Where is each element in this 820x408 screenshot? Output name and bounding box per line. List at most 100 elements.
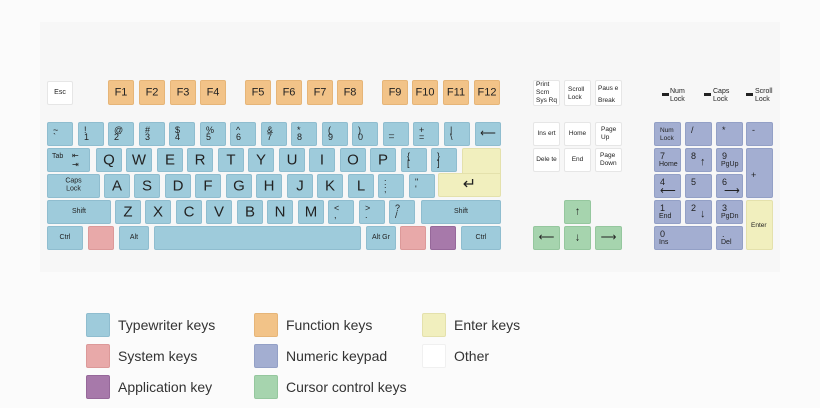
key-pause[interactable]: Paus e Break (595, 80, 622, 106)
key-h[interactable]: H (256, 174, 282, 198)
key-numpad-6[interactable]: 6⟶ (716, 174, 743, 198)
key-3[interactable]: #3 (139, 122, 165, 146)
key-numpad-2[interactable]: 2↓ (685, 200, 712, 224)
key-numpad-plus[interactable]: + (746, 148, 773, 198)
key-n[interactable]: N (267, 200, 293, 224)
key-period[interactable]: >. (359, 200, 385, 224)
key-f5[interactable]: F5 (245, 80, 271, 105)
key-9[interactable]: (9 (322, 122, 348, 146)
key-right-windows[interactable] (400, 226, 426, 250)
key-numpad-4[interactable]: 4⟵ (654, 174, 681, 198)
key-right-ctrl[interactable]: Ctrl (461, 226, 501, 250)
key-semicolon[interactable]: :; (378, 174, 404, 198)
key-numpad-minus[interactable]: - (746, 122, 773, 146)
key-d[interactable]: D (165, 174, 191, 198)
key-j[interactable]: J (287, 174, 313, 198)
key-f8[interactable]: F8 (337, 80, 363, 105)
key-caps-lock[interactable]: Caps Lock (47, 174, 100, 198)
key-tab[interactable]: Tab⇤ ⇥ (47, 148, 90, 172)
key-backslash[interactable]: |\ (444, 122, 470, 146)
key-arrow-left[interactable]: ⟵ (533, 226, 560, 250)
key-backtick[interactable]: ~` (47, 122, 73, 146)
key-4[interactable]: $4 (169, 122, 195, 146)
key-numpad-multiply[interactable]: * (716, 122, 743, 146)
key-scroll-lock[interactable]: Scroll Lock (564, 80, 591, 106)
key-enter-upper[interactable] (462, 148, 501, 174)
key-f[interactable]: F (195, 174, 221, 198)
key-numpad-enter[interactable]: Enter (746, 200, 773, 250)
key-8[interactable]: *8 (291, 122, 317, 146)
key-numpad-8[interactable]: 8↑ (685, 148, 712, 172)
key-0[interactable]: )0 (352, 122, 378, 146)
key-menu[interactable] (430, 226, 456, 250)
key-f11[interactable]: F11 (443, 80, 469, 105)
key-alt-gr[interactable]: Alt Gr (366, 226, 396, 250)
key-e[interactable]: E (157, 148, 183, 172)
key-right-shift[interactable]: Shift (421, 200, 501, 224)
key-t[interactable]: T (218, 148, 244, 172)
key-y[interactable]: Y (248, 148, 274, 172)
key-g[interactable]: G (226, 174, 252, 198)
key-x[interactable]: X (145, 200, 171, 224)
key-numpad-divide[interactable]: / (685, 122, 712, 146)
key-arrow-down[interactable]: ↓ (564, 226, 591, 250)
key-2[interactable]: @2 (108, 122, 134, 146)
key-home[interactable]: Home (564, 122, 591, 146)
key-left-shift[interactable]: Shift (47, 200, 111, 224)
key-equals[interactable]: += (413, 122, 439, 146)
key-page-up[interactable]: Page Up (595, 122, 622, 146)
key-f3[interactable]: F3 (170, 80, 196, 105)
key-f1[interactable]: F1 (108, 80, 134, 105)
key-left-alt[interactable]: Alt (119, 226, 149, 250)
key-w[interactable]: W (126, 148, 152, 172)
key-i[interactable]: I (309, 148, 335, 172)
key-f6[interactable]: F6 (276, 80, 302, 105)
key-l[interactable]: L (348, 174, 374, 198)
key-insert[interactable]: Ins ert (533, 122, 560, 146)
key-p[interactable]: P (370, 148, 396, 172)
key-f9[interactable]: F9 (382, 80, 408, 105)
key-close-bracket[interactable]: }] (431, 148, 457, 172)
key-arrow-right[interactable]: ⟶ (595, 226, 622, 250)
key-5[interactable]: %5 (200, 122, 226, 146)
key-a[interactable]: A (104, 174, 130, 198)
key-u[interactable]: U (279, 148, 305, 172)
key-left-windows[interactable] (88, 226, 114, 250)
key-esc[interactable]: Esc (47, 81, 73, 105)
key-b[interactable]: B (237, 200, 263, 224)
key-comma[interactable]: <, (328, 200, 354, 224)
key-page-down[interactable]: Page Down (595, 148, 622, 172)
key-numpad-5[interactable]: 5 (685, 174, 712, 198)
key-end[interactable]: End (564, 148, 591, 172)
key-delete[interactable]: Dele te (533, 148, 560, 172)
key-q[interactable]: Q (96, 148, 122, 172)
key-7[interactable]: &7 (261, 122, 287, 146)
key-backspace[interactable]: ⟵ (475, 122, 501, 146)
key-f2[interactable]: F2 (139, 80, 165, 105)
key-s[interactable]: S (134, 174, 160, 198)
key-r[interactable]: R (187, 148, 213, 172)
key-1[interactable]: !1 (78, 122, 104, 146)
key-num-lock[interactable]: Num Lock (654, 122, 681, 146)
key-slash[interactable]: ?/ (389, 200, 415, 224)
key-z[interactable]: Z (115, 200, 141, 224)
key-v[interactable]: V (206, 200, 232, 224)
key-f12[interactable]: F12 (474, 80, 500, 105)
key-minus[interactable]: _– (383, 122, 409, 146)
key-enter[interactable]: ↵ (438, 173, 501, 197)
key-space[interactable] (154, 226, 361, 250)
key-c[interactable]: C (176, 200, 202, 224)
key-o[interactable]: O (340, 148, 366, 172)
key-numpad-decimal[interactable]: .Del (716, 226, 743, 250)
key-quote[interactable]: "' (409, 174, 435, 198)
key-f10[interactable]: F10 (412, 80, 438, 105)
key-print-screen[interactable]: Print Scrn Sys Rq (533, 80, 560, 106)
key-left-ctrl[interactable]: Ctrl (47, 226, 83, 250)
key-arrow-up[interactable]: ↑ (564, 200, 591, 224)
key-6[interactable]: ^6 (230, 122, 256, 146)
